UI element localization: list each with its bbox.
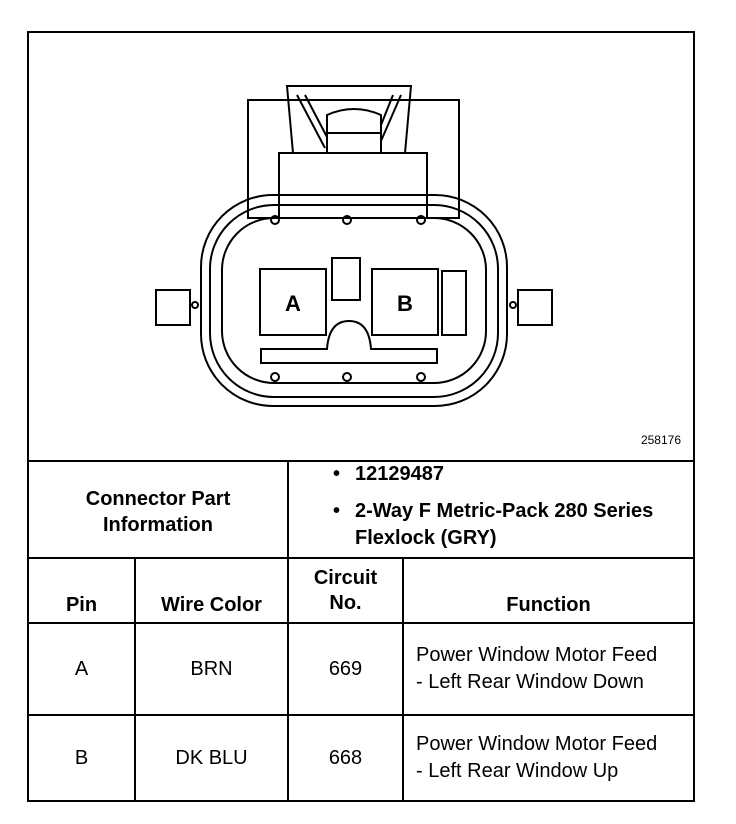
- latch-lever: [285, 85, 413, 154]
- polarization-channel: [260, 319, 438, 364]
- header-function: Function: [506, 594, 591, 616]
- connector-info-list: •12129487 •2-Way F Metric-Pack 280 Serie…: [329, 461, 689, 552]
- header-circuit-no: Circuit No.: [313, 566, 378, 614]
- divider-info-col: [287, 460, 289, 558]
- figure-id: 258176: [640, 433, 681, 447]
- connector-diagram: A B 258176: [29, 33, 693, 460]
- latch-collar: [278, 152, 428, 219]
- cavity-a: [259, 268, 327, 336]
- row-b-circuit-no: 668: [328, 747, 363, 769]
- right-ear: [517, 289, 553, 326]
- center-key: [331, 257, 361, 301]
- divider-pin-col: [134, 557, 136, 800]
- housing-seal: [209, 204, 499, 398]
- connector-info-item: •2-Way F Metric-Pack 280 Series Flexlock…: [329, 498, 689, 552]
- connector-frame: A B 258176 Connector Part Information •1…: [27, 31, 695, 802]
- connector-info-item: •12129487: [329, 461, 689, 488]
- row-a-wire-color: BRN: [190, 658, 233, 680]
- row-b-wire-color: DK BLU: [175, 747, 248, 769]
- part-number: 12129487: [355, 463, 444, 485]
- right-slot: [441, 270, 467, 336]
- row-b-function: Power Window Motor Feed - Left Rear Wind…: [416, 733, 658, 782]
- divider-circuit-col: [402, 557, 404, 800]
- divider-diagram: [29, 460, 693, 462]
- cavity-label-a: A: [285, 291, 301, 316]
- divider-info: [29, 557, 693, 559]
- left-ear: [155, 289, 191, 326]
- housing-inner: [221, 217, 487, 384]
- row-b-pin: B: [74, 747, 89, 769]
- divider-row-a: [29, 714, 693, 716]
- cavity-b: [371, 268, 439, 336]
- divider-wire-col: [287, 557, 289, 800]
- row-a-circuit-no: 669: [328, 658, 363, 680]
- connector-description: 2-Way F Metric-Pack 280 Series Flexlock …: [355, 500, 654, 549]
- row-a-function: Power Window Motor Feed - Left Rear Wind…: [416, 644, 658, 693]
- header-wire-color: Wire Color: [161, 594, 262, 616]
- housing-outer: [200, 194, 508, 407]
- cavity-label-b: B: [397, 291, 413, 316]
- connector-face-drawing: A B: [155, 85, 553, 407]
- divider-header: [29, 622, 693, 624]
- header-pin: Pin: [65, 594, 98, 616]
- connector-info-label: Connector Part Information: [85, 487, 231, 536]
- row-a-pin: A: [74, 658, 89, 680]
